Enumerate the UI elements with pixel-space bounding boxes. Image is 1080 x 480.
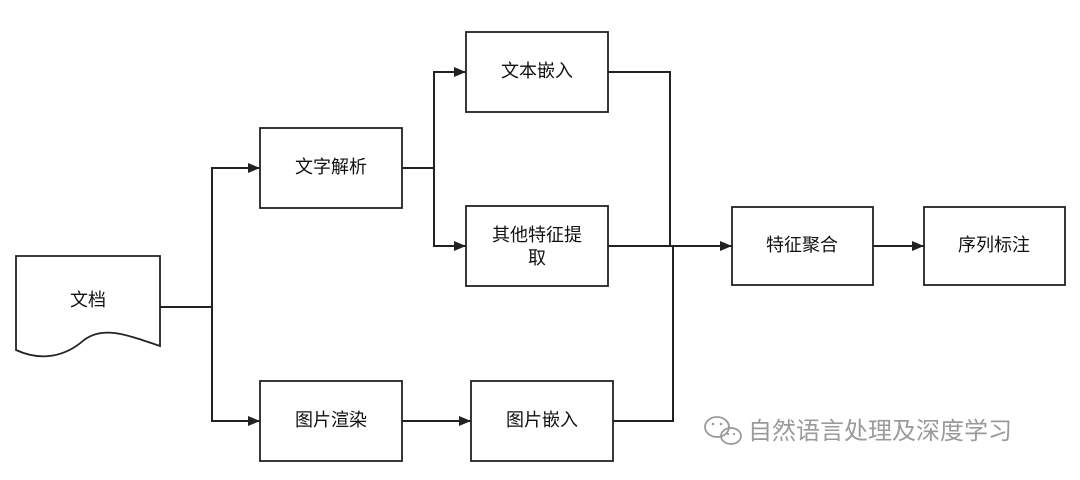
node-label-text-embed: 文本嵌入 [501, 61, 573, 82]
other-features-box [465, 205, 609, 287]
node-label-text-parse: 文字解析 [295, 157, 367, 178]
node-image-embed: 图片嵌入 [470, 380, 614, 462]
wechat-icon [704, 416, 742, 445]
edge-text-parse-to-text-embed [433, 67, 466, 168]
node-text-parse: 文字解析 [259, 127, 403, 209]
node-label-image-render: 图片渲染 [295, 410, 367, 431]
node-sequence-labeling: 序列标注 [923, 206, 1066, 286]
image-embed-box [470, 380, 614, 462]
edge-doc-to-text-parse [211, 163, 260, 307]
node-text-embed: 文本嵌入 [465, 31, 609, 113]
watermark: 自然语言处理及深度学习 [704, 416, 1012, 445]
node-label-other-features-line1: 其他特征提 [492, 225, 582, 246]
edge-doc-to-image-render [211, 307, 260, 426]
node-label-image-embed: 图片嵌入 [506, 410, 578, 431]
text-embed-box [465, 31, 609, 113]
text-parse-box [259, 127, 403, 209]
node-label-sequence-labeling: 序列标注 [958, 235, 1030, 256]
edge-image-embed-to-join [613, 246, 674, 422]
image-render-box [259, 380, 403, 462]
feature-aggregation-box [731, 206, 874, 286]
edge-text-embed-to-join [608, 71, 671, 246]
node-document: 文档 [15, 255, 161, 358]
node-label-document: 文档 [70, 290, 106, 311]
watermark-text: 自然语言处理及深度学习 [748, 417, 1012, 445]
edge-text-parse-to-other-features [433, 168, 466, 251]
node-label-feature-aggregation: 特征聚合 [766, 235, 838, 256]
node-image-render: 图片渲染 [259, 380, 403, 462]
node-other-features: 其他特征提 取 [465, 205, 609, 287]
node-label-other-features-line2: 取 [528, 248, 546, 269]
document-shape [15, 255, 161, 358]
sequence-labeling-box [923, 206, 1066, 286]
edges [160, 67, 924, 426]
node-feature-aggregation: 特征聚合 [731, 206, 874, 286]
